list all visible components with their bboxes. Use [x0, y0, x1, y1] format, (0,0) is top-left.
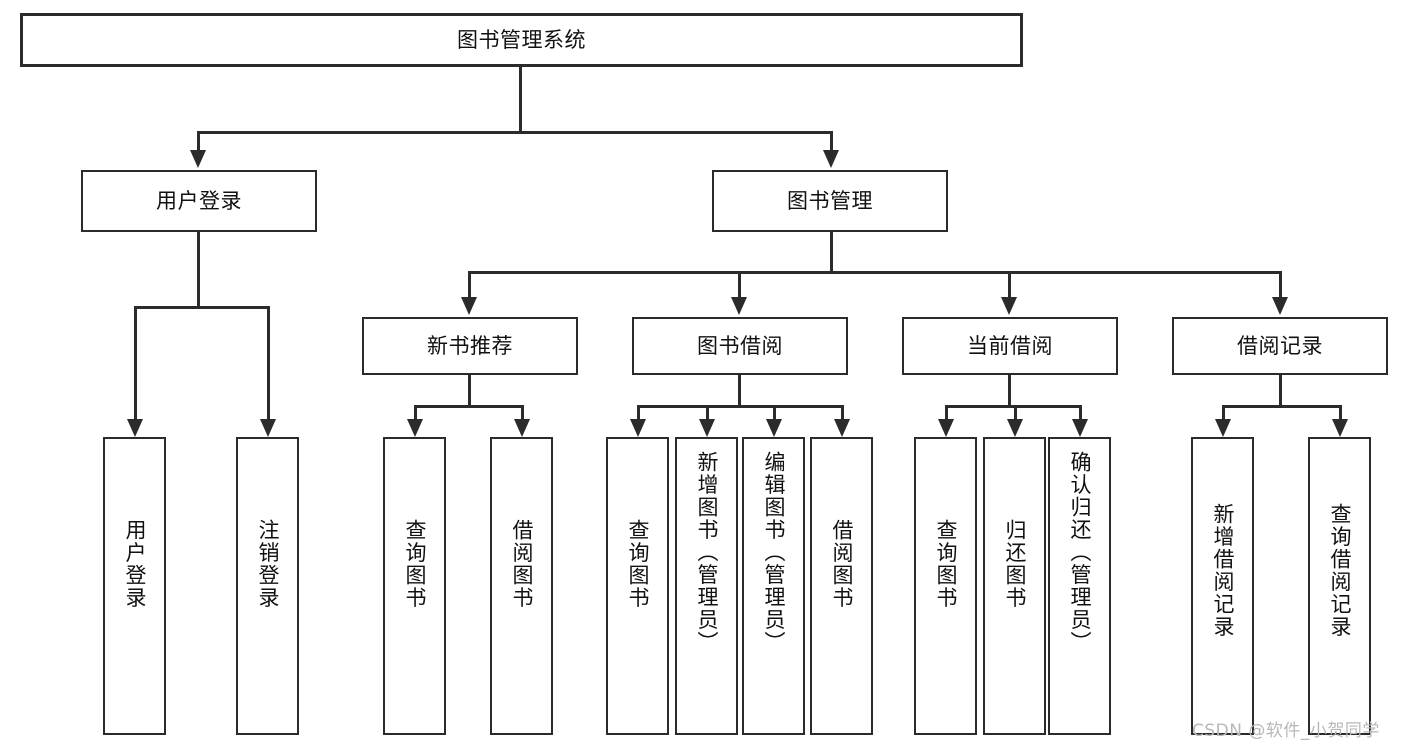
node-leaf-query-record-label: 查询借阅记录: [1327, 503, 1352, 638]
arrow-borrow-l1: [630, 419, 646, 437]
node-leaf-add-book-label: 新增图书（管理员）: [694, 451, 719, 654]
arrow-login-l2: [260, 419, 276, 437]
connector-newbook-l1: [414, 405, 417, 419]
node-user-login[interactable]: 用户登录: [81, 170, 317, 232]
connector-record-trunk: [1279, 375, 1282, 405]
node-leaf-add-book[interactable]: 新增图书（管理员）: [675, 437, 738, 735]
arrow-current-l3: [1072, 419, 1088, 437]
node-leaf-query-book-2[interactable]: 查询图书: [606, 437, 669, 735]
connector-login-l1: [134, 306, 137, 419]
node-leaf-borrow-book-2-label: 借阅图书: [829, 519, 854, 609]
node-leaf-query-book-1[interactable]: 查询图书: [383, 437, 446, 735]
node-leaf-edit-book-label: 编辑图书（管理员）: [761, 451, 786, 654]
connector-manage-c2: [738, 271, 741, 297]
connector-record-bar: [1222, 405, 1342, 408]
connector-manage-c3: [1008, 271, 1011, 297]
arrow-login-l1: [127, 419, 143, 437]
arrow-manage-c3: [1001, 297, 1017, 315]
node-leaf-user-login[interactable]: 用户登录: [103, 437, 166, 735]
connector-current-l2: [1014, 405, 1017, 419]
arrow-current-l2: [1007, 419, 1023, 437]
connector-newbook-bar: [414, 405, 524, 408]
node-book-borrow[interactable]: 图书借阅: [632, 317, 848, 375]
node-current-borrow[interactable]: 当前借阅: [902, 317, 1118, 375]
node-book-borrow-label: 图书借阅: [697, 333, 783, 358]
arrow-newbook-l1: [407, 419, 423, 437]
connector-borrow-bar: [637, 405, 844, 408]
node-leaf-confirm-return-label: 确认归还（管理员）: [1067, 451, 1092, 654]
connector-manage-trunk: [830, 232, 833, 271]
connector-root-to-login: [197, 131, 200, 150]
node-current-borrow-label: 当前借阅: [967, 333, 1053, 358]
node-borrow-record[interactable]: 借阅记录: [1172, 317, 1388, 375]
node-leaf-query-record[interactable]: 查询借阅记录: [1308, 437, 1371, 735]
connector-current-l1: [945, 405, 948, 419]
node-leaf-add-record-label: 新增借阅记录: [1210, 503, 1235, 638]
node-book-manage-label: 图书管理: [787, 188, 873, 213]
arrow-borrow-l4: [834, 419, 850, 437]
arrow-manage-c4: [1272, 297, 1288, 315]
connector-root-trunk: [519, 67, 522, 131]
connector-newbook-trunk: [468, 375, 471, 405]
node-new-book-rec[interactable]: 新书推荐: [362, 317, 578, 375]
node-leaf-user-logout-label: 注销登录: [255, 519, 280, 609]
arrow-current-l1: [938, 419, 954, 437]
connector-root-bar: [197, 131, 833, 134]
connector-login-l2: [267, 306, 270, 419]
node-leaf-confirm-return[interactable]: 确认归还（管理员）: [1048, 437, 1111, 735]
node-leaf-return-book[interactable]: 归还图书: [983, 437, 1046, 735]
connector-current-trunk: [1008, 375, 1011, 405]
node-leaf-query-book-3-label: 查询图书: [933, 519, 958, 609]
connector-root-to-manage: [830, 131, 833, 150]
connector-record-l2: [1339, 405, 1342, 419]
connector-login-bar: [134, 306, 270, 309]
arrow-manage-c2: [731, 297, 747, 315]
node-root[interactable]: 图书管理系统: [20, 13, 1023, 67]
connector-manage-c4: [1279, 271, 1282, 297]
arrow-record-l1: [1215, 419, 1231, 437]
arrow-newbook-l2: [514, 419, 530, 437]
node-leaf-query-book-3[interactable]: 查询图书: [914, 437, 977, 735]
connector-manage-bar: [468, 271, 1282, 274]
arrow-borrow-l3: [766, 419, 782, 437]
node-leaf-edit-book[interactable]: 编辑图书（管理员）: [742, 437, 805, 735]
node-leaf-return-book-label: 归还图书: [1002, 519, 1027, 609]
node-leaf-add-record[interactable]: 新增借阅记录: [1191, 437, 1254, 735]
arrow-record-l2: [1332, 419, 1348, 437]
connector-newbook-l2: [521, 405, 524, 419]
arrow-borrow-l2: [699, 419, 715, 437]
connector-current-l3: [1079, 405, 1082, 419]
node-borrow-record-label: 借阅记录: [1237, 333, 1323, 358]
node-leaf-query-book-1-label: 查询图书: [402, 519, 427, 609]
connector-borrow-trunk: [738, 375, 741, 405]
connector-borrow-l3: [773, 405, 776, 419]
connector-manage-c1: [468, 271, 471, 297]
connector-current-bar: [945, 405, 1082, 408]
node-leaf-borrow-book-1-label: 借阅图书: [509, 519, 534, 609]
node-user-login-label: 用户登录: [156, 188, 242, 213]
arrow-root-to-login: [190, 150, 206, 168]
connector-borrow-l1: [637, 405, 640, 419]
node-leaf-user-logout[interactable]: 注销登录: [236, 437, 299, 735]
arrow-root-to-manage: [823, 150, 839, 168]
node-leaf-borrow-book-2[interactable]: 借阅图书: [810, 437, 873, 735]
connector-login-trunk: [197, 232, 200, 306]
connector-borrow-l2: [706, 405, 709, 419]
node-root-label: 图书管理系统: [457, 27, 586, 52]
node-new-book-rec-label: 新书推荐: [427, 333, 513, 358]
arrow-manage-c1: [461, 297, 477, 315]
connector-record-l1: [1222, 405, 1225, 419]
connector-borrow-l4: [841, 405, 844, 419]
node-leaf-user-login-label: 用户登录: [122, 519, 147, 609]
node-book-manage[interactable]: 图书管理: [712, 170, 948, 232]
node-leaf-query-book-2-label: 查询图书: [625, 519, 650, 609]
node-leaf-borrow-book-1[interactable]: 借阅图书: [490, 437, 553, 735]
